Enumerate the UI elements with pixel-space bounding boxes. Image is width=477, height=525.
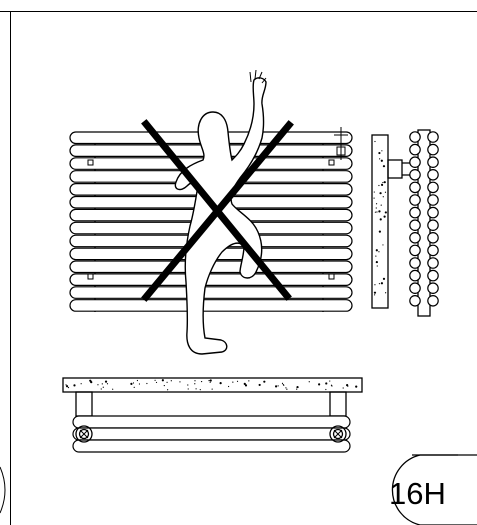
tube-section xyxy=(409,294,421,307)
tube-section xyxy=(427,194,439,206)
radiator-tube xyxy=(69,299,353,312)
tube-section xyxy=(409,269,421,282)
tube-section xyxy=(409,143,421,156)
drawing-label-badge: 16H xyxy=(389,454,477,525)
tube-section xyxy=(409,244,421,257)
tube-section xyxy=(427,156,439,168)
tube-section xyxy=(427,143,439,156)
tube-section xyxy=(409,282,421,294)
tube-section xyxy=(427,244,439,257)
frame-lines xyxy=(0,11,477,525)
radiator-tube xyxy=(69,286,353,299)
radiator-side-view xyxy=(371,129,439,317)
drawing-label: 16H xyxy=(389,476,446,511)
tube-section xyxy=(427,282,439,294)
tube-section xyxy=(427,219,439,231)
prohibition-cross-icon xyxy=(141,119,294,302)
tube-section xyxy=(427,131,439,143)
tube-section xyxy=(409,257,421,269)
tube-section xyxy=(427,257,439,269)
tube-section xyxy=(409,181,421,194)
tube-section xyxy=(427,181,439,194)
tube-section xyxy=(409,169,421,181)
tube-section xyxy=(409,219,421,231)
radiator-tube xyxy=(69,273,353,286)
tube-section xyxy=(427,269,439,282)
tube-section xyxy=(427,206,439,219)
tube-section xyxy=(409,232,421,244)
tube-section xyxy=(409,206,421,219)
tube-section xyxy=(427,294,439,307)
tube-section xyxy=(409,156,421,168)
tube-section xyxy=(409,194,421,206)
tube-section xyxy=(427,169,439,181)
radiator-plan-view xyxy=(62,377,363,453)
tube-section xyxy=(427,232,439,244)
tube-section xyxy=(409,131,421,143)
